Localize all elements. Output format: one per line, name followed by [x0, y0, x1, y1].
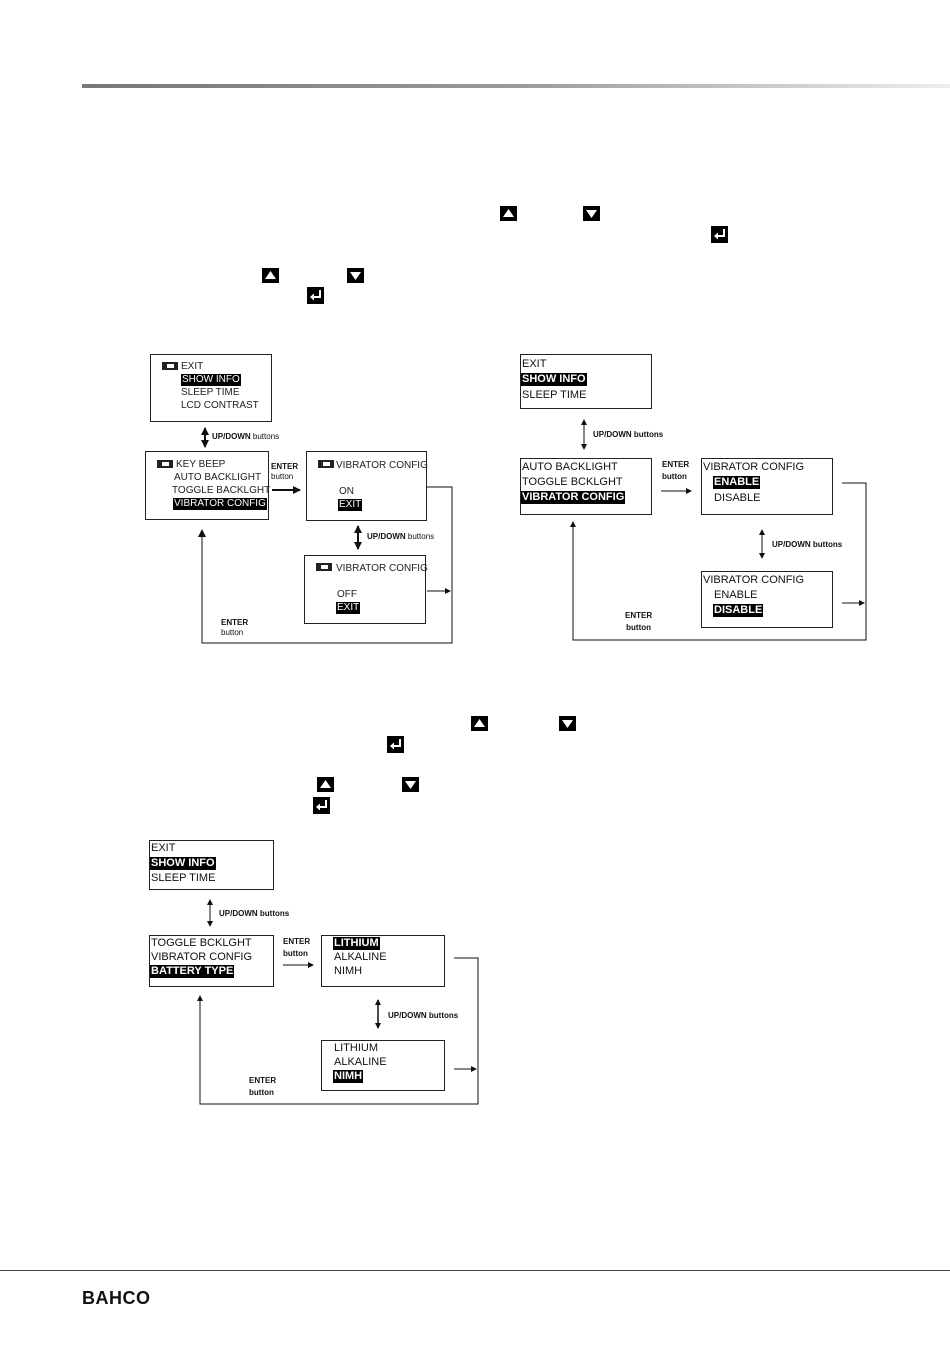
- menu-item-selected: VIBRATOR CONFIG: [521, 491, 626, 504]
- menu-item: KEY BEEP: [176, 459, 226, 470]
- lcd-screen-exit: EXIT SHOW INFO SLEEP TIME: [520, 354, 652, 409]
- menu-item: ON: [339, 486, 354, 497]
- up-button-icon: [317, 777, 334, 792]
- menu-item: DISABLE: [714, 492, 761, 504]
- lcd-screen-menu: TOGGLE BCKLGHT VIBRATOR CONFIG BATTERY T…: [149, 935, 274, 987]
- menu-item-selected: SHOW INFO: [181, 374, 241, 386]
- menu-item: LITHIUM: [334, 1042, 378, 1054]
- menu-item: EXIT: [522, 358, 547, 370]
- battery-icon: [162, 362, 178, 370]
- updown-label: UP/DOWN buttons: [367, 532, 435, 541]
- menu-item: TOGGLE BCKLGHT: [151, 937, 252, 949]
- lcd-screen-exit: EXIT SHOW INFO SLEEP TIME LCD CONTRAST: [150, 354, 272, 422]
- lcd-screen-vibrator-disable: VIBRATOR CONFIG ENABLE DISABLE: [701, 571, 833, 628]
- menu-item-selected: SHOW INFO: [150, 857, 216, 870]
- menu-item-selected: LITHIUM: [333, 937, 380, 950]
- brand-logo: BAHCO: [82, 1288, 151, 1308]
- menu-item-selected: SHOW INFO: [521, 373, 587, 386]
- menu-item: ALKALINE: [334, 1056, 387, 1068]
- battery-icon: [316, 563, 332, 571]
- updown-label: UP/DOWN buttons: [388, 1011, 459, 1020]
- menu-item: OFF: [337, 589, 357, 600]
- up-button-icon: [471, 716, 488, 731]
- battery-icon: [157, 460, 173, 468]
- menu-item-selected: BATTERY TYPE: [150, 965, 235, 978]
- lcd-screen-menu: KEY BEEP AUTO BACKLIGHT TOGGLE BACKLGHT …: [145, 451, 271, 520]
- footer-rule: [0, 1270, 950, 1271]
- lcd-screen-battery-nimh: LITHIUM ALKALINE NIMH: [321, 1040, 445, 1091]
- screen-title: VIBRATOR CONFIG: [336, 460, 428, 471]
- menu-item-selected: ENABLE: [713, 476, 761, 489]
- menu-item: TOGGLE BACKLGHT: [172, 485, 271, 496]
- battery-icon: [318, 460, 334, 468]
- header-rule: [82, 84, 950, 88]
- enter-button-icon: [387, 736, 404, 753]
- down-button-icon: [347, 268, 364, 283]
- updown-label: UP/DOWN buttons: [593, 430, 664, 439]
- menu-item-selected: NIMH: [333, 1070, 364, 1083]
- lcd-screen-vibrator-on: VIBRATOR CONFIG ON EXIT: [306, 451, 428, 521]
- enter-button-icon: [307, 287, 324, 304]
- screen-title: VIBRATOR CONFIG: [703, 461, 805, 473]
- up-button-icon: [500, 206, 517, 221]
- menu-item: LCD CONTRAST: [181, 400, 259, 411]
- menu-item: AUTO BACKLIGHT: [522, 461, 618, 473]
- menu-item-selected: EXIT: [336, 602, 361, 614]
- menu-item: AUTO BACKLIGHT: [174, 472, 262, 483]
- menu-item-selected: VIBRATOR CONFIG: [173, 498, 267, 510]
- lcd-screen-exit: EXIT SHOW INFO SLEEP TIME: [149, 840, 274, 890]
- down-button-icon: [402, 777, 419, 792]
- menu-item: NIMH: [334, 965, 363, 977]
- menu-item: SLEEP TIME: [181, 387, 240, 398]
- down-button-icon: [583, 206, 600, 221]
- menu-item: VIBRATOR CONFIG: [151, 951, 253, 963]
- lcd-screen-vibrator-enable: VIBRATOR CONFIG ENABLE DISABLE: [701, 458, 833, 515]
- menu-item-selected: EXIT: [338, 499, 363, 511]
- menu-item: EXIT: [181, 361, 204, 372]
- screen-title: VIBRATOR CONFIG: [336, 563, 428, 574]
- lcd-screen-battery-lithium: LITHIUM ALKALINE NIMH: [321, 935, 445, 987]
- lcd-screen-vibrator-off: VIBRATOR CONFIG OFF EXIT: [304, 555, 428, 624]
- enter-button-icon: [711, 226, 728, 243]
- menu-item: ENABLE: [714, 589, 758, 601]
- menu-item: TOGGLE BCKLGHT: [522, 476, 623, 488]
- up-button-icon: [262, 268, 279, 283]
- updown-label: UP/DOWN buttons: [772, 540, 843, 549]
- enter-button-icon: [313, 797, 330, 814]
- screen-title: VIBRATOR CONFIG: [703, 574, 805, 586]
- updown-label: UP/DOWN buttons: [219, 909, 290, 918]
- lcd-screen-menu: AUTO BACKLIGHT TOGGLE BCKLGHT VIBRATOR C…: [520, 458, 652, 515]
- down-button-icon: [559, 716, 576, 731]
- menu-item: ALKALINE: [334, 951, 387, 963]
- menu-item-selected: DISABLE: [713, 604, 764, 617]
- menu-item: SLEEP TIME: [522, 389, 587, 401]
- updown-label: UP/DOWN buttons: [212, 432, 280, 441]
- menu-item: SLEEP TIME: [151, 872, 216, 884]
- menu-item: EXIT: [151, 842, 176, 854]
